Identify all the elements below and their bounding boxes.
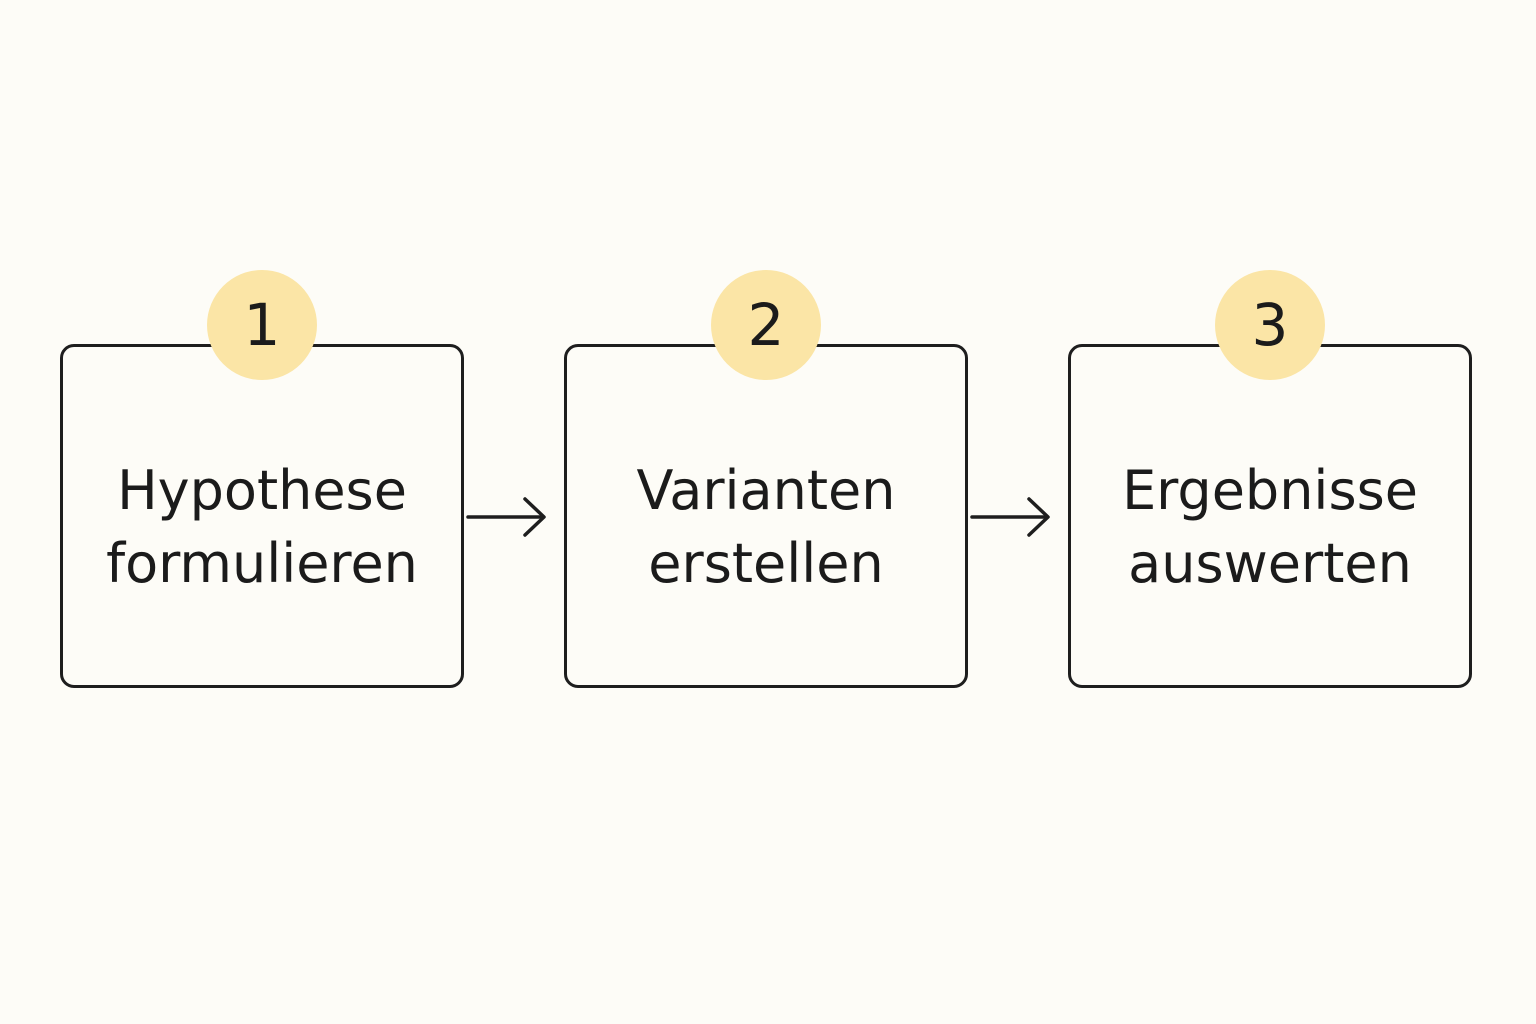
step-number-1: 1 [243,291,281,359]
step-box-3: 3 Ergebnisse auswerten [1068,270,1472,688]
step-badge-3: 3 [1215,270,1325,380]
step-badge-1: 1 [207,270,317,380]
step-label-2: Varianten erstellen [567,454,965,600]
step-box-1: 1 Hypothese formulieren [60,270,464,688]
step-number-2: 2 [747,291,785,359]
step-label-3-line-2: auswerten [1128,532,1412,595]
step-label-3: Ergebnisse auswerten [1071,454,1469,600]
step-label-3-line-1: Ergebnisse [1122,459,1418,522]
arrow-right-icon [466,497,546,537]
step-label-1-line-1: Hypothese [117,459,407,522]
step-label-2-line-1: Varianten [636,459,896,522]
arrow-right-icon [970,497,1050,537]
step-label-1-line-2: formulieren [106,532,418,595]
step-label-2-line-2: erstellen [648,532,884,595]
step-label-1: Hypothese formulieren [63,454,461,600]
step-box-2: 2 Varianten erstellen [564,270,968,688]
step-badge-2: 2 [711,270,821,380]
step-number-3: 3 [1251,291,1289,359]
